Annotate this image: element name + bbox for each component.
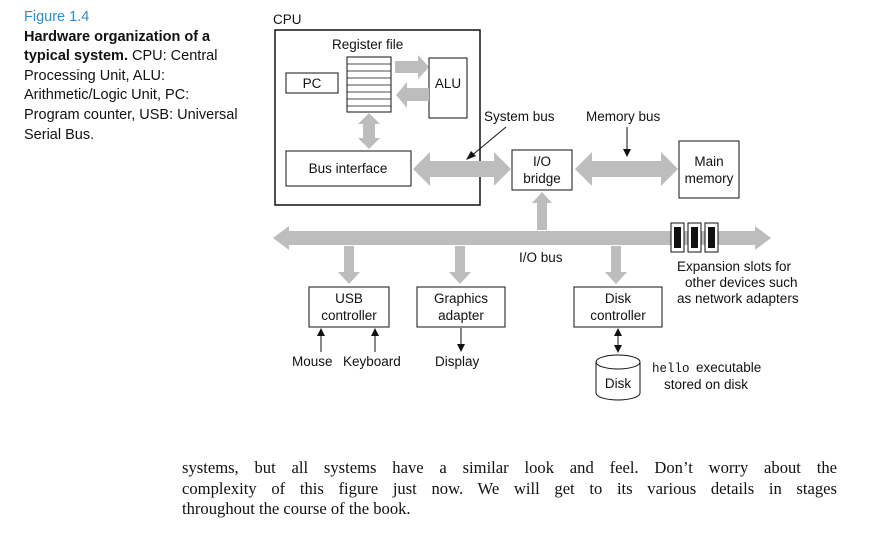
disk-label: Disk bbox=[605, 376, 631, 391]
body-line: systems, but all systems have a similar … bbox=[182, 458, 837, 477]
regfile-bus-interface-arrow bbox=[358, 113, 380, 149]
disk-controller-label-line2: controller bbox=[590, 308, 646, 323]
pc-label: PC bbox=[303, 76, 322, 91]
memory-bus-arrow bbox=[575, 152, 678, 186]
io-bus-arrow bbox=[273, 226, 771, 250]
display-label: Display bbox=[435, 354, 480, 369]
body-line: complexity of this figure just now. We w… bbox=[182, 478, 837, 498]
iobus-to-usb-arrow bbox=[338, 246, 360, 284]
io-bridge-to-iobus-arrow bbox=[532, 192, 552, 230]
hello-executable-label: executable bbox=[696, 360, 761, 375]
system-bus-pointer bbox=[469, 126, 507, 158]
register-file bbox=[346, 56, 392, 113]
figure-caption-text: CPU: Central Processing Unit, ALU: Arith… bbox=[24, 48, 238, 143]
expansion-label-line3: as network adapters bbox=[677, 291, 799, 306]
usb-controller-box bbox=[308, 286, 390, 328]
io-bus-label: I/O bus bbox=[519, 250, 563, 265]
graphics-adapter-label-line1: Graphics bbox=[434, 291, 488, 306]
bus-interface-box bbox=[285, 150, 412, 187]
main-memory-box bbox=[678, 140, 740, 199]
cpu-label: CPU bbox=[273, 12, 302, 27]
stored-on-disk-label: stored on disk bbox=[664, 377, 748, 392]
figure-number: Figure 1.4 bbox=[24, 9, 90, 25]
graphics-adapter-box bbox=[416, 286, 506, 328]
hello-code: hello bbox=[652, 362, 690, 376]
register-file-label: Register file bbox=[332, 37, 403, 52]
alu-box bbox=[428, 57, 468, 119]
io-bridge-box bbox=[511, 149, 573, 191]
mouse-label: Mouse bbox=[292, 354, 333, 369]
iobus-to-disk-controller-arrow bbox=[605, 246, 627, 284]
disk-controller-box bbox=[573, 286, 663, 328]
body-line: throughout the course of the book. bbox=[182, 499, 411, 519]
expansion-label-line2: other devices such bbox=[685, 275, 798, 290]
io-bridge-label-line2: bridge bbox=[523, 171, 561, 186]
disk-controller-label-line1: Disk bbox=[605, 291, 631, 306]
main-memory-label-line2: memory bbox=[685, 171, 734, 186]
regfile-to-alu-arrow bbox=[395, 55, 429, 79]
alu-label: ALU bbox=[435, 76, 461, 91]
system-bus-arrow bbox=[413, 152, 511, 186]
usb-controller-label-line2: controller bbox=[321, 308, 377, 323]
disk-cylinder bbox=[595, 354, 641, 401]
graphics-adapter-label-line2: adapter bbox=[438, 308, 484, 323]
figure-title: Hardware organization of a typical syste… bbox=[24, 28, 211, 65]
io-bridge-label-line1: I/O bbox=[533, 154, 551, 169]
figure-caption: Figure 1.4 Hardware organization of a ty… bbox=[24, 8, 244, 145]
expansion-slots bbox=[670, 222, 719, 253]
keyboard-label: Keyboard bbox=[343, 354, 401, 369]
main-memory-label-line1: Main bbox=[694, 154, 723, 169]
hardware-diagram: CPU Register file PC ALU Bus interface S… bbox=[273, 12, 799, 401]
pc-box bbox=[285, 72, 339, 94]
system-bus-label: System bus bbox=[484, 109, 555, 124]
usb-controller-label-line1: USB bbox=[335, 291, 363, 306]
iobus-to-graphics-arrow bbox=[449, 246, 471, 284]
bus-interface-label: Bus interface bbox=[309, 161, 388, 176]
memory-bus-label: Memory bus bbox=[586, 109, 661, 124]
expansion-label-line1: Expansion slots for bbox=[677, 259, 792, 274]
body-paragraph: systems, but all systems have a similar … bbox=[182, 458, 837, 520]
cpu-box bbox=[274, 29, 481, 206]
alu-to-regfile-arrow bbox=[396, 82, 429, 108]
